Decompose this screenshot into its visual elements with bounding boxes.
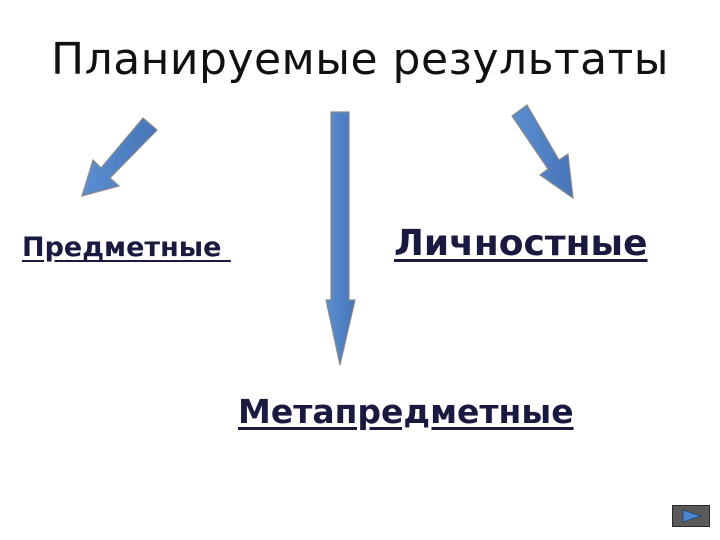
play-next-icon bbox=[682, 509, 703, 523]
arrow-right-icon bbox=[511, 104, 574, 200]
slide-title: Планируемые результаты bbox=[50, 34, 670, 85]
arrow-center-icon bbox=[325, 111, 356, 366]
label-metasubject[interactable]: Метапредметные bbox=[238, 392, 574, 431]
next-slide-button[interactable] bbox=[672, 505, 710, 527]
label-personal[interactable]: Личностные bbox=[394, 223, 648, 264]
label-subject[interactable]: Предметные bbox=[22, 232, 231, 263]
arrow-left-icon bbox=[81, 117, 158, 197]
